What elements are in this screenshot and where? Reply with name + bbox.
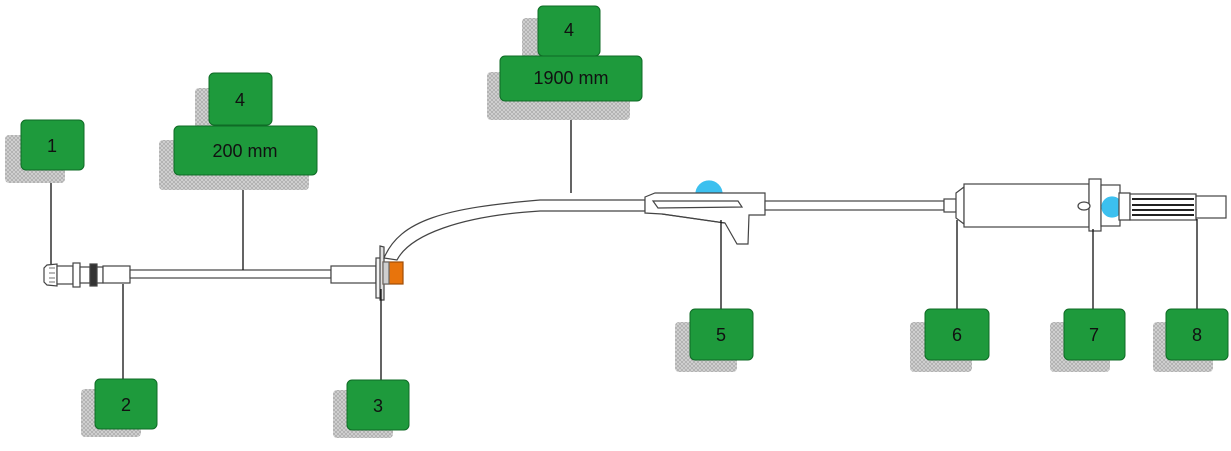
junction (330, 245, 404, 301)
long-tube (764, 200, 945, 211)
callouts: 1 2 3 4 200 mm 4 (5, 5, 1229, 438)
spike (1101, 192, 1227, 221)
curved-tube (383, 199, 646, 261)
callout-2-label: 2 (121, 395, 131, 415)
roller-clamp (644, 180, 766, 245)
callout-8-label: 8 (1192, 325, 1202, 345)
short-tube (129, 269, 332, 279)
callout-4a-length: 200 mm (212, 141, 277, 161)
callout-1-label: 1 (47, 136, 57, 156)
callout-8: 8 (1153, 308, 1229, 372)
callout-6: 6 (910, 308, 990, 372)
callout-3-label: 3 (373, 396, 383, 416)
callout-6-label: 6 (952, 325, 962, 345)
callout-2: 2 (81, 378, 158, 437)
callout-1: 1 (5, 119, 85, 183)
callout-4a-label: 4 (235, 90, 245, 110)
callout-5: 5 (675, 308, 754, 372)
callout-5-label: 5 (716, 325, 726, 345)
callout-4-long-tube: 4 1900 mm (487, 5, 643, 120)
callout-7: 7 (1050, 308, 1126, 372)
callout-7-label: 7 (1089, 325, 1099, 345)
drip-chamber (963, 183, 1090, 228)
callout-4b-length: 1900 mm (533, 68, 608, 88)
tube-connector (102, 265, 131, 284)
callout-4b-label: 4 (564, 20, 574, 40)
luer-connector (43, 262, 104, 288)
infusion-set-drawing (43, 178, 1227, 301)
drip-chamber-connector (943, 185, 965, 226)
leader-lines (50, 100, 1198, 381)
callout-4-short-tube: 4 200 mm (159, 72, 318, 190)
callout-3: 3 (333, 379, 410, 438)
